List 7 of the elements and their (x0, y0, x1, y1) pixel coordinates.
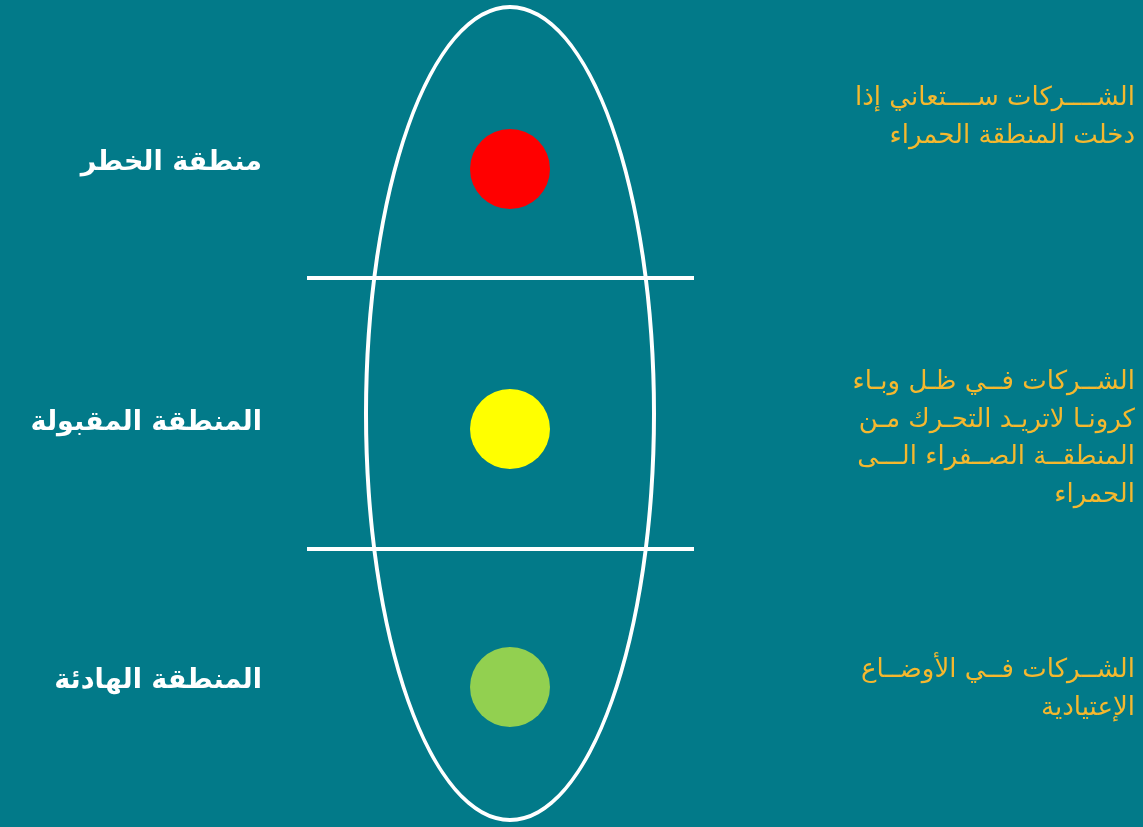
zone-label: المنطقة الهادئة (54, 663, 262, 696)
zone-description: الشــــركات ســــتعاني إذا دخلت المنطقة الحمراء (854, 80, 1135, 152)
zone-description: الشــركات فــي ظـل وبـاء كرونـا لاتريـد التحـرك مـن المنطقــة الصــفراء الـــى الحمراء (851, 364, 1135, 511)
zone-description: الشــركات فــي الأوضــاع الإعتيادية (860, 651, 1135, 724)
zone-label: المنطقة المقبولة (30, 405, 262, 438)
zone-label: منطقة الخطر (80, 145, 262, 178)
ellipse-outline (364, 5, 656, 822)
